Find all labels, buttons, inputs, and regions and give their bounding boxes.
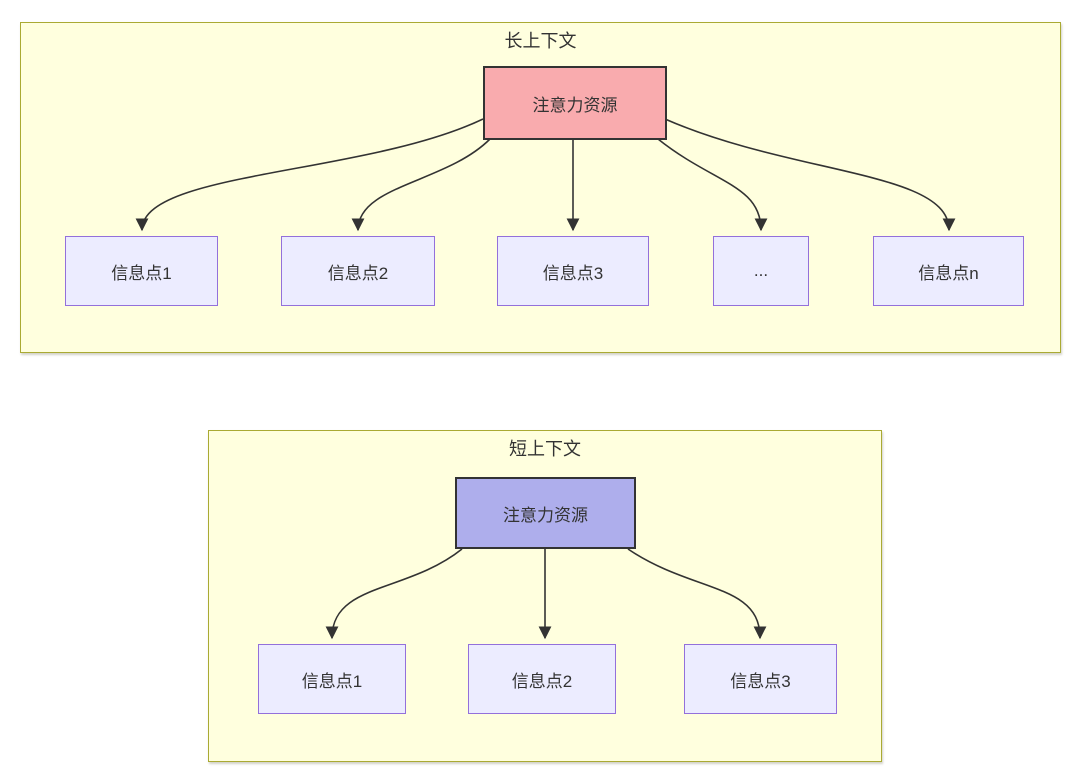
- long-context-cluster: 长上下文 注意力资源 信息点1 信息点2 信息点3 ... 信息点n: [20, 22, 1061, 353]
- short-context-cluster: 短上下文 注意力资源 信息点1 信息点2 信息点3: [208, 430, 882, 762]
- edge-attention-to-info3-short: [627, 548, 767, 640]
- info-point-3-node-long: 信息点3: [497, 236, 649, 306]
- ellipsis-node-long: ...: [713, 236, 809, 306]
- short-context-title: 短上下文: [509, 439, 581, 459]
- info-point-n-node-long: 信息点n: [873, 236, 1024, 306]
- info-point-1-node-long: 信息点1: [65, 236, 218, 306]
- info-point-2-node-long: 信息点2: [281, 236, 435, 306]
- info-point-1-node-short: 信息点1: [258, 644, 406, 714]
- info-point-3-node-short: 信息点3: [684, 644, 837, 714]
- edge-attention-to-ellipsis: [657, 138, 768, 232]
- info-point-2-node-short: 信息点2: [468, 644, 616, 714]
- attention-resource-node-long: 注意力资源: [483, 66, 667, 140]
- long-context-title: 长上下文: [504, 31, 577, 51]
- edge-attention-to-infon: [664, 118, 956, 232]
- edge-attention-to-info1: [135, 118, 484, 232]
- edge-attention-to-info2: [351, 138, 491, 232]
- attention-resource-node-short: 注意力资源: [455, 477, 636, 549]
- edge-attention-to-info1-short: [325, 548, 463, 640]
